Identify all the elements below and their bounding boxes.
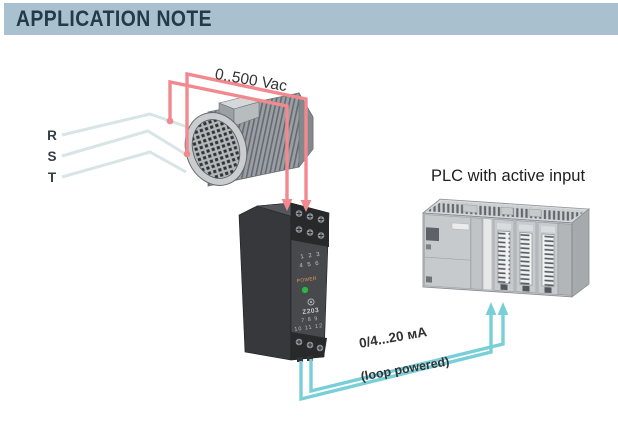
page-title: APPLICATION NOTE xyxy=(16,6,212,31)
plc-cover-strip xyxy=(482,218,493,291)
plc-end-cap xyxy=(557,223,572,296)
plc-io-module xyxy=(515,220,537,294)
plc-io-connector xyxy=(500,284,508,291)
plc-rack-section xyxy=(470,217,483,290)
plc-caption: PLC with active input xyxy=(431,167,585,185)
down-arrow-icon xyxy=(300,200,312,212)
module-model-label: Z203 xyxy=(302,307,320,316)
plc-io-slots xyxy=(497,230,511,285)
plc-roof-patch xyxy=(462,204,478,213)
phase-label-s: S xyxy=(47,149,56,164)
vac-wire xyxy=(185,71,308,200)
module-power-label: POWER xyxy=(296,276,317,285)
terminal-screw xyxy=(294,337,304,347)
module-terminal-numbers-789: 7 8 9 xyxy=(301,316,319,324)
phase-label-t: T xyxy=(48,170,57,185)
terminal-screw xyxy=(305,340,315,350)
header-bar: APPLICATION NOTE xyxy=(4,3,618,35)
plc-cpu-window xyxy=(426,227,439,242)
ma-wires xyxy=(299,302,509,402)
phase-line-s xyxy=(61,129,188,158)
plc-roof-patch xyxy=(528,208,542,218)
vac-tap-dot xyxy=(183,150,191,158)
terminal-screw xyxy=(315,343,325,353)
module-terminal-numbers-123: 1 2 3 xyxy=(300,252,321,261)
module-terminal-numbers-456: 4 5 6 xyxy=(299,261,320,270)
three-phase-motor xyxy=(184,91,314,187)
plc-side-panel xyxy=(571,208,590,298)
loop-powered-label: (loop powered) xyxy=(360,354,451,383)
plc-rack xyxy=(421,198,591,298)
down-arrow-icon xyxy=(281,199,293,211)
terminal-screw xyxy=(316,231,326,240)
phase-line-t xyxy=(61,150,187,179)
plc-label-strip xyxy=(451,222,470,231)
up-arrow-icon xyxy=(497,302,509,315)
signal-converter-module: 1 2 3 4 5 6 POWER Z203 7 8 9 10 11 12 xyxy=(238,202,330,362)
ma-range-label: 0/4...20 мА xyxy=(358,324,428,351)
plc-io-connector xyxy=(522,285,530,292)
plc-io-connector xyxy=(544,287,552,294)
module-wire-connector xyxy=(307,356,313,361)
plc-io-slots xyxy=(541,233,555,288)
plc-io-module xyxy=(493,218,515,292)
ma-wire xyxy=(299,314,493,402)
terminal-screw xyxy=(316,215,326,224)
module-logo xyxy=(307,298,315,306)
power-led xyxy=(301,286,309,294)
terminal-screw xyxy=(305,228,315,237)
module-wire-connector xyxy=(297,357,303,362)
phase-label-r: R xyxy=(47,128,57,143)
vac-wires xyxy=(166,71,312,212)
terminal-screw xyxy=(294,209,304,218)
vac-range-label: 0..500 Vac xyxy=(214,66,289,95)
module-side-panel xyxy=(238,202,292,361)
module-top-terminals xyxy=(291,203,329,247)
up-arrow-icon xyxy=(485,302,497,315)
plc-roof-patch xyxy=(500,206,514,216)
plc-io-slots xyxy=(519,232,533,286)
plc-io-module xyxy=(537,221,559,295)
vac-wire xyxy=(168,79,289,200)
motor-grille xyxy=(191,119,241,179)
terminal-screw xyxy=(294,225,304,234)
vac-tap-dot xyxy=(166,117,174,125)
plc-cpu-module xyxy=(424,214,471,289)
motor-front-drum xyxy=(184,112,248,186)
ma-wire xyxy=(309,314,505,394)
phase-lines xyxy=(61,112,197,179)
terminal-screw xyxy=(305,212,315,221)
phase-line-r xyxy=(61,112,197,137)
module-terminal-numbers-101112: 10 11 12 xyxy=(294,323,324,333)
